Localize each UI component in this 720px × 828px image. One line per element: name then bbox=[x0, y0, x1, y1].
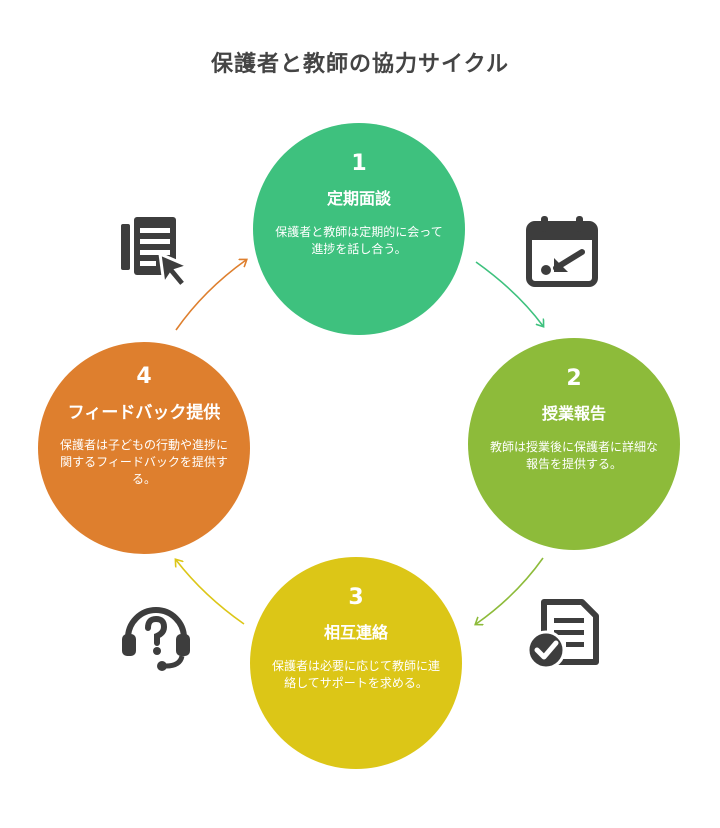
checklist-icon bbox=[526, 599, 599, 670]
step-3-text: 保護者は必要に応じて教師に連絡してサポートを求める。 bbox=[272, 659, 441, 690]
step-4-heading: フィードバック提供 bbox=[67, 403, 221, 423]
step-4-number: 4 bbox=[136, 364, 152, 389]
step-2-number: 2 bbox=[566, 366, 582, 391]
headset-icon bbox=[122, 607, 190, 671]
step-1-number: 1 bbox=[351, 151, 367, 176]
diagram-title: 保護者と教師の協力サイクル bbox=[211, 52, 509, 77]
step-2-text: 教師は授業後に保護者に詳細な報告を提供する。 bbox=[490, 440, 659, 471]
arrow-4-to-1 bbox=[175, 260, 246, 331]
arrow-2-to-3 bbox=[476, 557, 544, 624]
step-4-circle: 4 フィードバック提供 保護者は子どもの行動や進捗に関するフィードバックを提供す… bbox=[38, 342, 250, 554]
calendar-icon bbox=[526, 216, 598, 287]
step-2-heading: 授業報告 bbox=[541, 404, 606, 423]
step-3-circle: 3 相互連絡 保護者は必要に応じて教師に連絡してサポートを求める。 bbox=[250, 557, 462, 769]
step-1-heading: 定期面談 bbox=[326, 189, 391, 208]
step-3-heading: 相互連絡 bbox=[323, 623, 388, 642]
step-2-circle: 2 授業報告 教師は授業後に保護者に詳細な報告を提供する。 bbox=[468, 338, 680, 550]
arrow-3-to-4 bbox=[176, 560, 245, 625]
step-1-text: 保護者と教師は定期的に会って進捗を話し合う。 bbox=[275, 225, 443, 256]
step-3-number: 3 bbox=[348, 585, 364, 610]
step-4-text: 保護者は子どもの行動や進捗に関するフィードバックを提供する。 bbox=[60, 438, 229, 486]
document-pointer-icon bbox=[121, 217, 193, 290]
step-1-circle: 1 定期面談 保護者と教師は定期的に会って進捗を話し合う。 bbox=[253, 123, 465, 335]
arrow-1-to-2 bbox=[475, 261, 543, 326]
